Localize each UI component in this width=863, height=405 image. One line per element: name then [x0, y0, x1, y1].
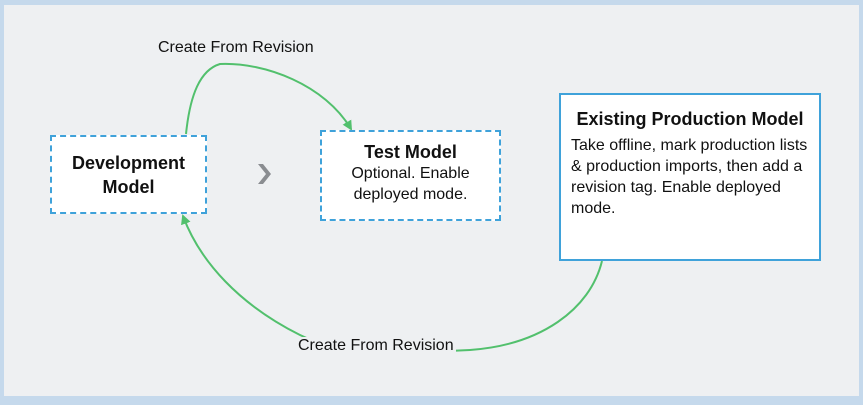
node-test-title: Test Model [364, 142, 457, 162]
node-development-model: Development Model [50, 135, 207, 214]
node-test-description: Optional. Enable deployed mode. [351, 165, 470, 203]
connector-label-create-from-revision-top: Create From Revision [156, 39, 316, 57]
node-production-description: Take offline, mark production lists & pr… [571, 137, 808, 217]
node-development-title: Development Model [71, 152, 186, 197]
node-existing-production-model: Existing Production Model Take offline, … [559, 93, 821, 261]
node-test-model: Test Model Optional. Enable deployed mod… [320, 130, 501, 221]
node-production-title: Existing Production Model [576, 109, 804, 129]
chevron-right-icon [258, 164, 271, 184]
connector-label-create-from-revision-bottom: Create From Revision [296, 337, 456, 355]
